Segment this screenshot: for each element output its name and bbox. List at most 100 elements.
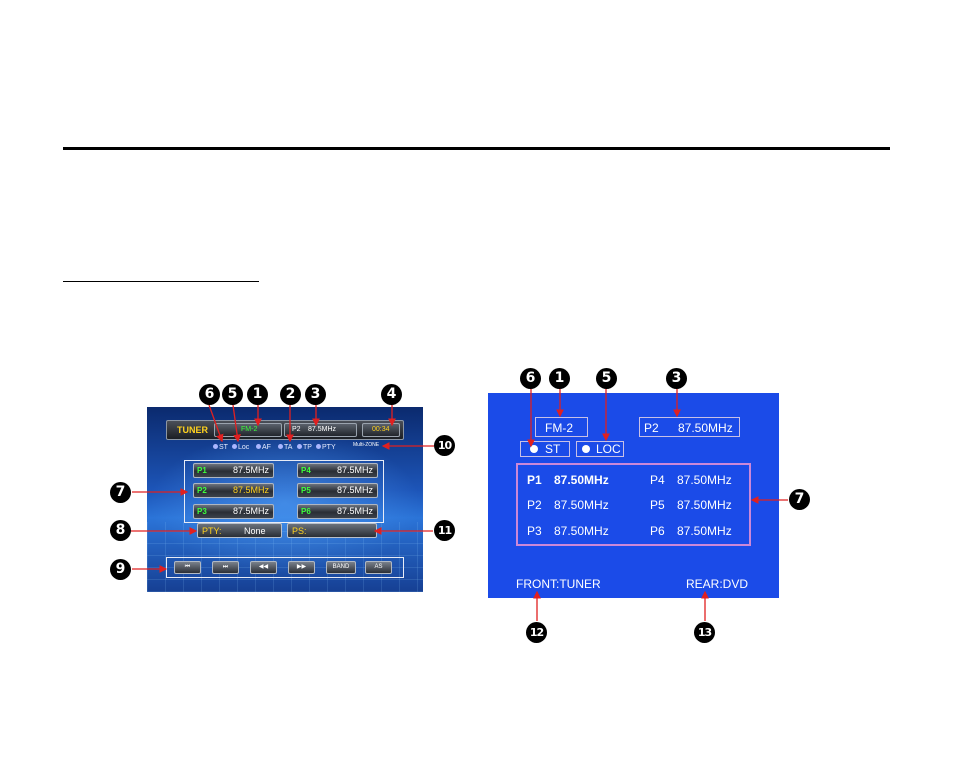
freq-segment: P2 87.5MHz xyxy=(284,423,357,437)
header-rule xyxy=(63,147,890,150)
flag-loc-label: Loc xyxy=(238,444,250,451)
section-underline xyxy=(63,281,259,282)
clock-segment: 00:34 xyxy=(362,423,400,437)
callout-7-left: 7 xyxy=(110,482,131,503)
callout-6-right: 6 xyxy=(520,368,541,389)
loc-dot-icon xyxy=(582,445,590,453)
preset-button-p4[interactable]: P4 87.5MHz xyxy=(297,463,378,478)
band-button[interactable]: BAND xyxy=(326,561,356,574)
loc-label: LOC xyxy=(596,442,621,456)
preset-frequency: 87.50MHz xyxy=(677,473,732,487)
blue-tuner-screen: FM-2 P2 87.50MHz ST LOC P1 87.50MHz P2 8… xyxy=(488,393,779,598)
preset-button-p3[interactable]: P3 87.5MHz xyxy=(193,504,274,519)
tft-tuner-screen: TUNER FM-2 P2 87.5MHz 00:34 ST Loc AF TA… xyxy=(147,407,423,592)
callout-8: 8 xyxy=(110,520,131,541)
next-track-button[interactable]: ⏭ xyxy=(212,561,239,574)
seek-forward-button[interactable]: ▶▶ xyxy=(288,561,315,574)
auto-store-button[interactable]: AS xyxy=(365,561,392,574)
preset-button-p1[interactable]: P1 87.5MHz xyxy=(193,463,274,478)
band-box: FM-2 xyxy=(535,417,588,437)
clock-time: 00:34 xyxy=(372,426,390,433)
flag-tp: TP xyxy=(297,444,312,455)
preset-frequency: 87.5MHz xyxy=(336,506,373,516)
callout-5-right: 5 xyxy=(596,368,617,389)
preset-frequency: 87.5MHz xyxy=(232,465,269,475)
seek-back-button[interactable]: ◀◀ xyxy=(250,561,277,574)
preset-list-frame: P1 87.5MHz P2 87.5MHz P3 87.5MHz P4 87.5… xyxy=(184,460,384,523)
flag-af: AF xyxy=(256,444,271,455)
front-zone-label: FRONT:TUNER xyxy=(516,577,601,591)
preset-frequency: 87.5MHz xyxy=(232,485,269,495)
callout-11: 11 xyxy=(434,520,455,541)
preset-frequency: 87.5MHz xyxy=(336,465,373,475)
flag-ta: TA xyxy=(278,444,292,455)
ps-label: PS: xyxy=(292,526,307,536)
callout-4-left: 4 xyxy=(381,384,402,405)
preset-button-p5[interactable]: P5 87.5MHz xyxy=(297,483,378,498)
prev-track-button[interactable]: ⏮ xyxy=(174,561,201,574)
tuner-top-bar: TUNER FM-2 P2 87.5MHz 00:34 xyxy=(166,420,404,440)
preset-frequency: 87.50MHz xyxy=(677,524,732,538)
preset-frequency: 87.50MHz xyxy=(677,498,732,512)
preset-label: P1 xyxy=(197,466,207,475)
frequency-readout: 87.50MHz xyxy=(678,421,733,435)
loc-indicator: LOC xyxy=(576,441,624,457)
preset-label: P4 xyxy=(650,473,665,487)
callout-3-left: 3 xyxy=(305,384,326,405)
st-indicator-icon xyxy=(213,444,218,449)
callout-1-right: 1 xyxy=(549,368,570,389)
callout-6-left: 6 xyxy=(199,384,220,405)
preset-label: P6 xyxy=(301,507,311,516)
af-indicator-icon xyxy=(256,444,261,449)
preset-list-frame: P1 87.50MHz P2 87.50MHz P3 87.50MHz P4 8… xyxy=(516,463,751,546)
preset-label: P6 xyxy=(650,524,665,538)
preset-frequency: 87.5MHz xyxy=(232,506,269,516)
flag-st-label: ST xyxy=(219,444,228,451)
preset-number: P2 xyxy=(292,426,301,433)
band-segment[interactable]: FM-2 xyxy=(214,423,282,437)
preset-label: P5 xyxy=(301,486,311,495)
ps-display: PS: xyxy=(287,523,377,538)
preset-frequency: 87.50MHz xyxy=(554,498,609,512)
band-label: FM-2 xyxy=(241,426,258,433)
callout-1-left: 1 xyxy=(247,384,268,405)
frequency-readout: 87.5MHz xyxy=(308,426,337,433)
callout-7-right: 7 xyxy=(789,489,810,510)
preset-label: P5 xyxy=(650,498,665,512)
preset-button-p6[interactable]: P6 87.5MHz xyxy=(297,504,378,519)
rear-zone-label: REAR:DVD xyxy=(686,577,749,591)
callout-2-left: 2 xyxy=(280,384,301,405)
preset-label: P3 xyxy=(197,507,207,516)
flag-tp-label: TP xyxy=(303,444,312,451)
pty-indicator-icon xyxy=(316,444,321,449)
pty-value: None xyxy=(244,526,266,536)
pty-display: PTY: None xyxy=(197,523,282,538)
st-indicator: ST xyxy=(520,441,570,457)
flag-ta-label: TA xyxy=(284,444,293,451)
source-label: TUNER xyxy=(177,425,208,435)
freq-box: P2 87.50MHz xyxy=(639,417,740,437)
flag-st: ST xyxy=(213,444,228,455)
st-dot-icon xyxy=(530,445,538,453)
preset-label: P2 xyxy=(197,486,207,495)
band-label: FM-2 xyxy=(545,421,573,435)
control-bar: ⏮ ⏭ ◀◀ ▶▶ BAND AS xyxy=(166,557,404,578)
preset-frequency: 87.50MHz xyxy=(554,473,609,487)
callout-3-right: 3 xyxy=(666,368,687,389)
tp-indicator-icon xyxy=(297,444,302,449)
pty-label: PTY: xyxy=(202,526,222,536)
preset-label: P3 xyxy=(527,524,542,538)
ta-indicator-icon xyxy=(278,444,283,449)
preset-label: P2 xyxy=(527,498,542,512)
st-label: ST xyxy=(545,442,561,456)
multizone-label: Multi-ZONE xyxy=(353,442,380,448)
preset-button-p2[interactable]: P2 87.5MHz xyxy=(193,483,274,498)
flag-pty: PTY xyxy=(316,444,336,455)
preset-frequency: 87.50MHz xyxy=(554,524,609,538)
callout-5-left: 5 xyxy=(222,384,243,405)
callout-12: 12 xyxy=(526,622,547,643)
flag-loc: Loc xyxy=(232,444,249,455)
flag-af-label: AF xyxy=(262,444,271,451)
preset-label: P4 xyxy=(301,466,311,475)
